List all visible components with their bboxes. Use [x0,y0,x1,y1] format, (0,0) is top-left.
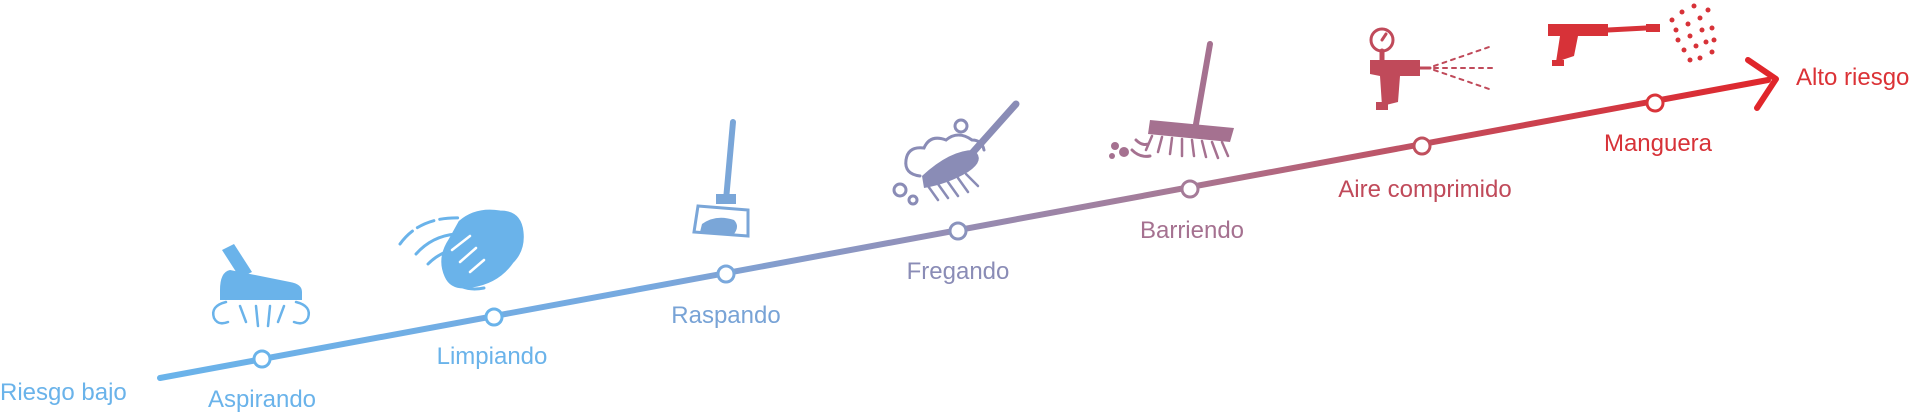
start-label: Riesgo bajo [0,379,127,406]
arrowhead [1745,57,1779,111]
step-label: Barriendo [1140,217,1244,244]
step-node [948,221,968,241]
air-gun-icon [1369,27,1493,110]
scraper-icon [692,119,750,238]
step-manguera: Manguera [1604,93,1713,157]
step-aspirando: Aspirando [208,349,316,413]
step-fregando: Fregando [907,221,1010,285]
step-limpiando: Limpiando [437,307,548,370]
step-node [716,264,736,284]
step-raspando: Raspando [671,264,781,329]
step-node [1180,179,1200,199]
vacuum-icon [212,244,310,328]
wiping-hand-icon [398,209,524,291]
scrubbing-brush-icon [892,100,1020,206]
broom-icon [1109,41,1234,160]
step-node [1645,93,1665,113]
step-node [484,307,504,327]
step-label: Aspirando [208,386,316,413]
step-node [252,349,272,369]
step-label: Manguera [1604,130,1713,157]
step-label: Limpiando [437,343,548,370]
step-label: Raspando [671,302,780,329]
step-aire-comprimido: Aire comprimido [1338,136,1512,203]
step-label: Aire comprimido [1338,176,1511,203]
step-barriendo: Barriendo [1140,179,1244,244]
step-node [1412,136,1432,156]
end-label: Alto riesgo [1796,64,1909,91]
spray-hose-icon [1548,3,1717,66]
step-label: Fregando [907,258,1010,285]
